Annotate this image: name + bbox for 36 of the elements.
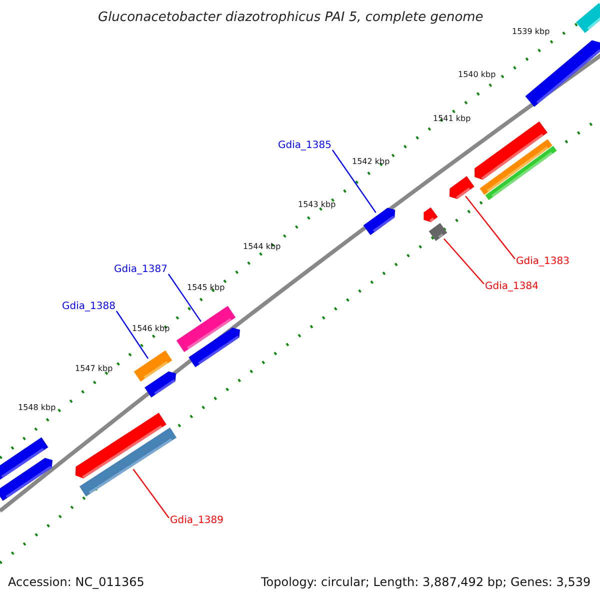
leader-line xyxy=(332,150,376,213)
gene-block xyxy=(75,412,166,478)
tick-label: 1546 kbp xyxy=(132,325,170,333)
gene-block xyxy=(188,328,240,368)
gene-label: Gdia_1384 xyxy=(485,282,538,292)
tick-label: 1544 kbp xyxy=(243,243,281,251)
footer-note: Topology: circular; Length: 3,887,492 bp; Genes: 3,539 xyxy=(261,576,591,588)
gene-label: Gdia_1387 xyxy=(114,265,168,275)
footer-note: Accession: NC_011365 xyxy=(8,576,144,588)
gene-block xyxy=(363,208,396,236)
tick-label: 1548 kbp xyxy=(18,404,56,412)
leader-line xyxy=(465,196,516,260)
leader-line xyxy=(132,468,170,518)
tick-label: 1539 kbp xyxy=(512,28,550,36)
tick-label: 1540 kbp xyxy=(458,71,496,79)
gene-block xyxy=(449,176,474,199)
gene-label: Gdia_1388 xyxy=(62,302,116,312)
gene-block xyxy=(428,223,448,241)
leader-line xyxy=(168,274,202,322)
tick-label: 1541 kbp xyxy=(433,115,471,123)
tick-label: 1542 kbp xyxy=(352,158,390,166)
gene-block xyxy=(424,207,438,222)
leader-line xyxy=(116,310,149,359)
title: Gluconacetobacter diazotrophicus PAI 5, complete genome xyxy=(98,11,484,24)
gene-block xyxy=(576,3,600,33)
tick-label: 1543 kbp xyxy=(298,201,336,209)
gene-block xyxy=(525,40,600,107)
gene-block xyxy=(144,371,176,398)
gene-block xyxy=(485,146,557,200)
gene-label: Gdia_1389 xyxy=(170,516,224,526)
tick-label: 1547 kbp xyxy=(75,365,113,373)
gene-block xyxy=(0,458,53,501)
gene-label: Gdia_1383 xyxy=(516,257,570,267)
leader-line xyxy=(444,238,484,284)
tick-label: 1545 kbp xyxy=(187,284,225,292)
gene-label: Gdia_1385 xyxy=(278,141,332,151)
